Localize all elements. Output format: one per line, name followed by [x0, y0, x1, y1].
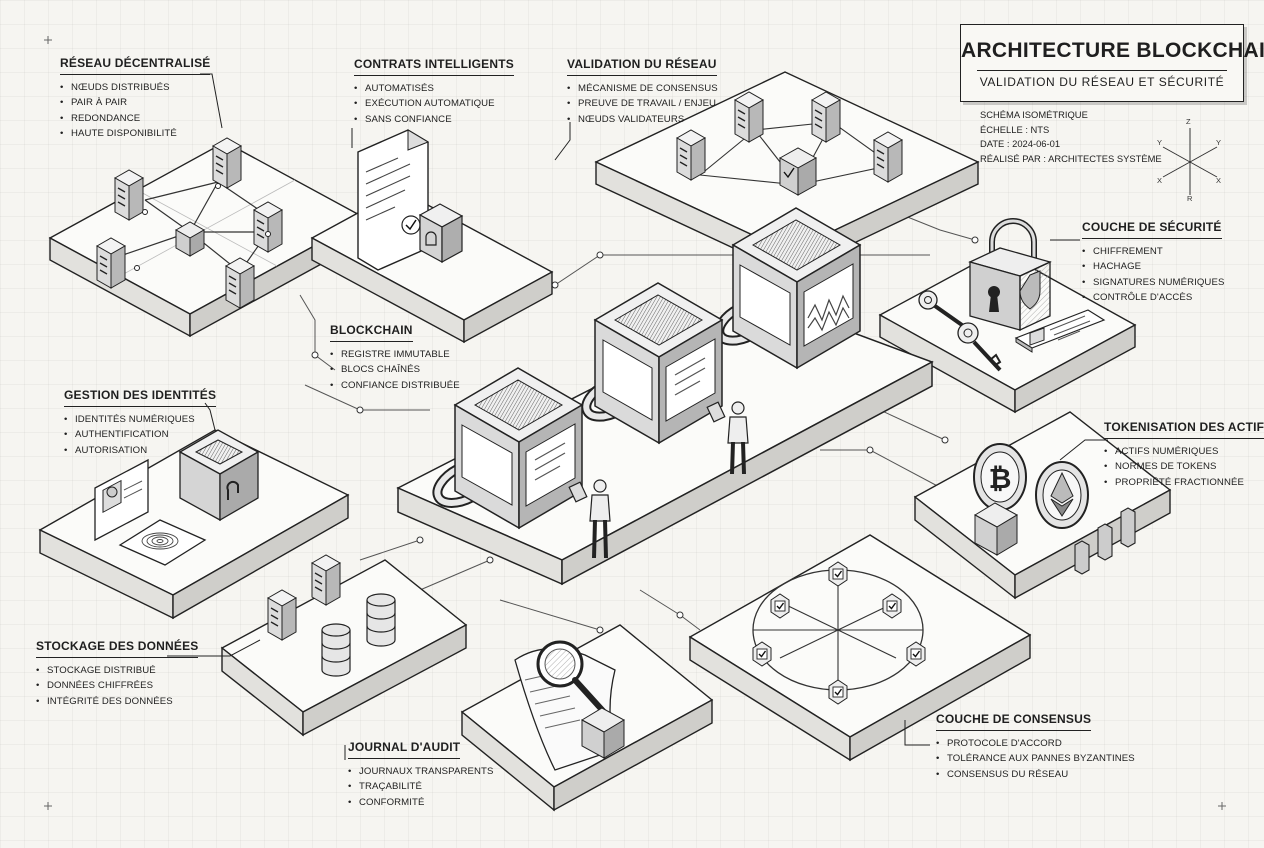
- section-item: TOLÉRANCE AUX PANNES BYZANTINES: [936, 751, 1135, 767]
- section-item: STOCKAGE DISTRIBUÉ: [36, 663, 198, 679]
- section-item: IDENTITÉS NUMÉRIQUES: [64, 412, 216, 428]
- meta-line: SCHÉMA ISOMÉTRIQUE: [980, 109, 1088, 120]
- compass-label-z: Z: [1186, 117, 1191, 126]
- section-item: PROTOCOLE D'ACCORD: [936, 736, 1135, 752]
- section-item: INTÉGRITÉ DES DONNÉES: [36, 694, 198, 710]
- section-item: NŒUDS DISTRIBUÉS: [60, 80, 210, 96]
- section-title: BLOCKCHAIN: [330, 323, 413, 342]
- section-item: CHIFFREMENT: [1082, 244, 1224, 260]
- platform-audit: [460, 624, 714, 812]
- label-couche-securite: COUCHE DE SÉCURITÉ CHIFFREMENT HACHAGE S…: [1082, 220, 1224, 306]
- section-item: HAUTE DISPONIBILITÉ: [60, 126, 210, 142]
- meta-line: RÉALISÉ PAR : ARCHITECTES SYSTÈME: [980, 152, 1162, 164]
- meta-line: ÉCHELLE : NTS: [980, 123, 1050, 135]
- person-figures: [568, 401, 749, 559]
- section-title: TOKENISATION DES ACTIFS: [1104, 420, 1264, 439]
- section-item: CONTRÔLE D'ACCÈS: [1082, 290, 1224, 306]
- section-title: RÉSEAU DÉCENTRALISÉ: [60, 56, 211, 75]
- section-item: AUTORISATION: [64, 443, 216, 459]
- section-item: AUTOMATISÉS: [354, 81, 514, 97]
- label-reseau-decentralise: RÉSEAU DÉCENTRALISÉ NŒUDS DISTRIBUÉS PAI…: [60, 56, 211, 142]
- section-item: JOURNAUX TRANSPARENTS: [348, 764, 493, 780]
- diagram-title: ARCHITECTURE BLOCKCHAIN: [961, 39, 1264, 62]
- compass-label-y-right: Y: [1216, 138, 1222, 147]
- label-tokenisation-actifs: TOKENISATION DES ACTIFS ACTIFS NUMÉRIQUE…: [1104, 420, 1264, 490]
- compass-label-x-right: X: [1216, 176, 1222, 185]
- section-item: CONFIANCE DISTRIBUÉE: [330, 378, 460, 394]
- section-item: HACHAGE: [1082, 259, 1224, 275]
- compass-rose: [1162, 128, 1218, 195]
- compass-label-r: R: [1187, 194, 1193, 203]
- section-item: CONFORMITÉ: [348, 795, 493, 811]
- section-title: COUCHE DE CONSENSUS: [936, 712, 1092, 731]
- corner-marks: [44, 36, 1226, 810]
- title-rule: [977, 70, 1227, 71]
- title-block: ARCHITECTURE BLOCKCHAIN VALIDATION DU RÉ…: [960, 24, 1264, 102]
- section-item: EXÉCUTION AUTOMATIQUE: [354, 96, 514, 112]
- section-title: JOURNAL D'AUDIT: [348, 740, 461, 759]
- section-title: STOCKAGE DES DONNÉES: [36, 639, 199, 658]
- label-blockchain: BLOCKCHAIN REGISTRE IMMUTABLE BLOCS CHAÎ…: [330, 323, 460, 393]
- section-title: GESTION DES IDENTITÉS: [64, 388, 217, 407]
- label-contrats-intelligents: CONTRATS INTELLIGENTS AUTOMATISÉS EXÉCUT…: [354, 57, 514, 127]
- section-item: ACTIFS NUMÉRIQUES: [1104, 444, 1264, 460]
- label-couche-consensus: COUCHE DE CONSENSUS PROTOCOLE D'ACCORD T…: [936, 712, 1135, 782]
- section-item: REGISTRE IMMUTABLE: [330, 347, 460, 363]
- section-item: BLOCS CHAÎNÉS: [330, 362, 460, 378]
- label-stockage-donnees: STOCKAGE DES DONNÉES STOCKAGE DISTRIBUÉ …: [36, 639, 199, 710]
- section-item: NORMES DE TOKENS: [1104, 459, 1264, 475]
- leader-lines: [167, 73, 1108, 760]
- meta-info: SCHÉMA ISOMÉTRIQUE ÉCHELLE : NTS DATE : …: [980, 108, 1162, 166]
- compass-label-y-left: Y: [1157, 138, 1163, 147]
- platform-stockage: [220, 554, 468, 737]
- meta-line: DATE : 2024-06-01: [980, 138, 1061, 150]
- compass-label-x-left: X: [1157, 176, 1163, 185]
- svg-text:₿: ₿: [989, 462, 1012, 495]
- section-item: NŒUDS VALIDATEURS: [567, 112, 718, 128]
- platform-contrats: [310, 129, 554, 344]
- label-gestion-identites: GESTION DES IDENTITÉS IDENTITÉS NUMÉRIQU…: [64, 388, 217, 459]
- section-title: COUCHE DE SÉCURITÉ: [1082, 220, 1222, 239]
- platform-securite: [878, 218, 1137, 414]
- section-title: VALIDATION DU RÉSEAU: [567, 57, 717, 76]
- section-item: AUTHENTIFICATION: [64, 427, 216, 443]
- section-item: REDONDANCE: [60, 111, 210, 127]
- section-item: PROPRIÉTÉ FRACTIONNÉE: [1104, 475, 1264, 491]
- section-item: MÉCANISME DE CONSENSUS: [567, 81, 718, 97]
- section-item: PREUVE DE TRAVAIL / ENJEU: [567, 96, 718, 112]
- section-item: PAIR À PAIR: [60, 95, 210, 111]
- section-title: CONTRATS INTELLIGENTS: [354, 57, 514, 76]
- label-journal-audit: JOURNAL D'AUDIT JOURNAUX TRANSPARENTS TR…: [348, 740, 493, 810]
- section-item: CONSENSUS DU RÉSEAU: [936, 767, 1135, 783]
- platform-consensus: [688, 534, 1032, 762]
- label-validation-reseau: VALIDATION DU RÉSEAU MÉCANISME DE CONSEN…: [567, 57, 718, 127]
- section-item: TRAÇABILITÉ: [348, 779, 493, 795]
- section-item: DONNÉES CHIFFRÉES: [36, 678, 198, 694]
- blockchain-blocks: [432, 207, 862, 530]
- section-item: SIGNATURES NUMÉRIQUES: [1082, 275, 1224, 291]
- section-item: SANS CONFIANCE: [354, 112, 514, 128]
- diagram-subtitle: VALIDATION DU RÉSEAU ET SÉCURITÉ: [979, 75, 1225, 89]
- platform-identites: [38, 429, 350, 620]
